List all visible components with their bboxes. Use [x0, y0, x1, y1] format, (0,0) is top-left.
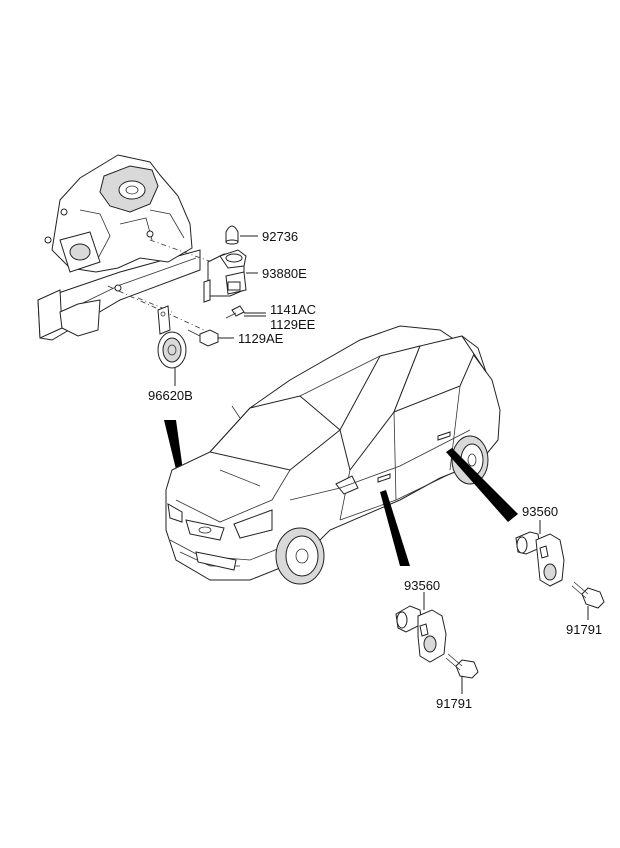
- screw-91791-rear: [571, 581, 605, 620]
- label-1129EE: 1129EE: [270, 317, 316, 332]
- pointer-rear-door: [446, 448, 518, 522]
- horn-96620B: [157, 305, 187, 386]
- screw-91791-front: [445, 653, 479, 694]
- label-96620B: 96620B: [148, 388, 193, 403]
- label-93880E: 93880E: [262, 266, 307, 281]
- door-switch-front: [395, 592, 447, 663]
- label-91791-rear: 91791: [566, 622, 602, 637]
- front-body-frame: [37, 154, 213, 341]
- label-93560-front: 93560: [404, 578, 440, 593]
- bolt-1129AE: [187, 329, 234, 347]
- door-switch-rear: [515, 520, 565, 587]
- label-91791-front: 91791: [436, 696, 472, 711]
- switch-93880E: [203, 249, 258, 303]
- label-93560-rear: 93560: [522, 504, 558, 519]
- label-1141AC: 1141AC: [270, 302, 316, 317]
- cap-92736: [225, 225, 258, 245]
- label-1129AE: 1129AE: [238, 331, 284, 346]
- pointer-front-door: [380, 490, 410, 566]
- bolt-1141AC: [225, 305, 266, 319]
- label-92736: 92736: [262, 229, 298, 244]
- car-body: [165, 325, 501, 585]
